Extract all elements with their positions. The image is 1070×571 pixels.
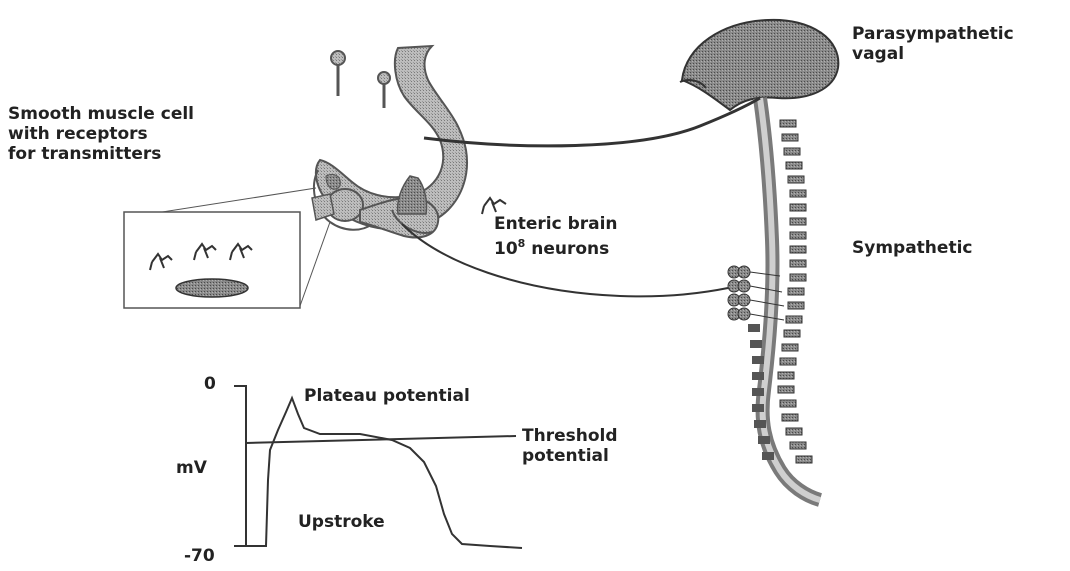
threshold-label-line2: potential — [522, 446, 618, 466]
parasympathetic-label-line2: vagal — [852, 44, 1014, 64]
axis-top-label: 0 — [204, 374, 216, 394]
zoom-line-bottom — [300, 222, 330, 306]
vertebrae-group — [778, 120, 812, 463]
smooth-muscle-cell-icon — [176, 279, 248, 297]
inset-box — [124, 212, 300, 308]
plateau-potential-label: Plateau potential — [304, 386, 470, 406]
sympathetic-label: Sympathetic — [852, 238, 972, 258]
parasympathetic-label-line1: Parasympathetic — [852, 24, 1014, 44]
threshold-potential-label: Threshold potential — [522, 426, 618, 466]
smooth-muscle-label-line2: with receptors — [8, 124, 194, 144]
threshold-label-line1: Threshold — [522, 426, 618, 446]
axis-unit-label: mV — [176, 458, 207, 478]
smooth-muscle-label-line3: for transmitters — [8, 144, 194, 164]
brain-icon — [680, 20, 838, 110]
smooth-muscle-label: Smooth muscle cell with receptors for tr… — [8, 104, 194, 164]
enteric-count-base: 10 — [494, 239, 518, 259]
enteric-count-rest: neurons — [525, 239, 609, 259]
parasympathetic-label: Parasympathetic vagal — [852, 24, 1014, 64]
enteric-brain-label: Enteric brain 108 neurons — [494, 214, 618, 259]
enteric-brain-label-line2: 108 neurons — [494, 234, 618, 259]
upstroke-label: Upstroke — [298, 512, 385, 532]
axis-bottom-label: -70 — [184, 546, 215, 566]
transmitter-molecule-icon — [482, 198, 506, 214]
smooth-muscle-label-line1: Smooth muscle cell — [8, 104, 194, 124]
vagal-nerve-line — [424, 98, 760, 146]
enteric-brain-label-line1: Enteric brain — [494, 214, 618, 234]
